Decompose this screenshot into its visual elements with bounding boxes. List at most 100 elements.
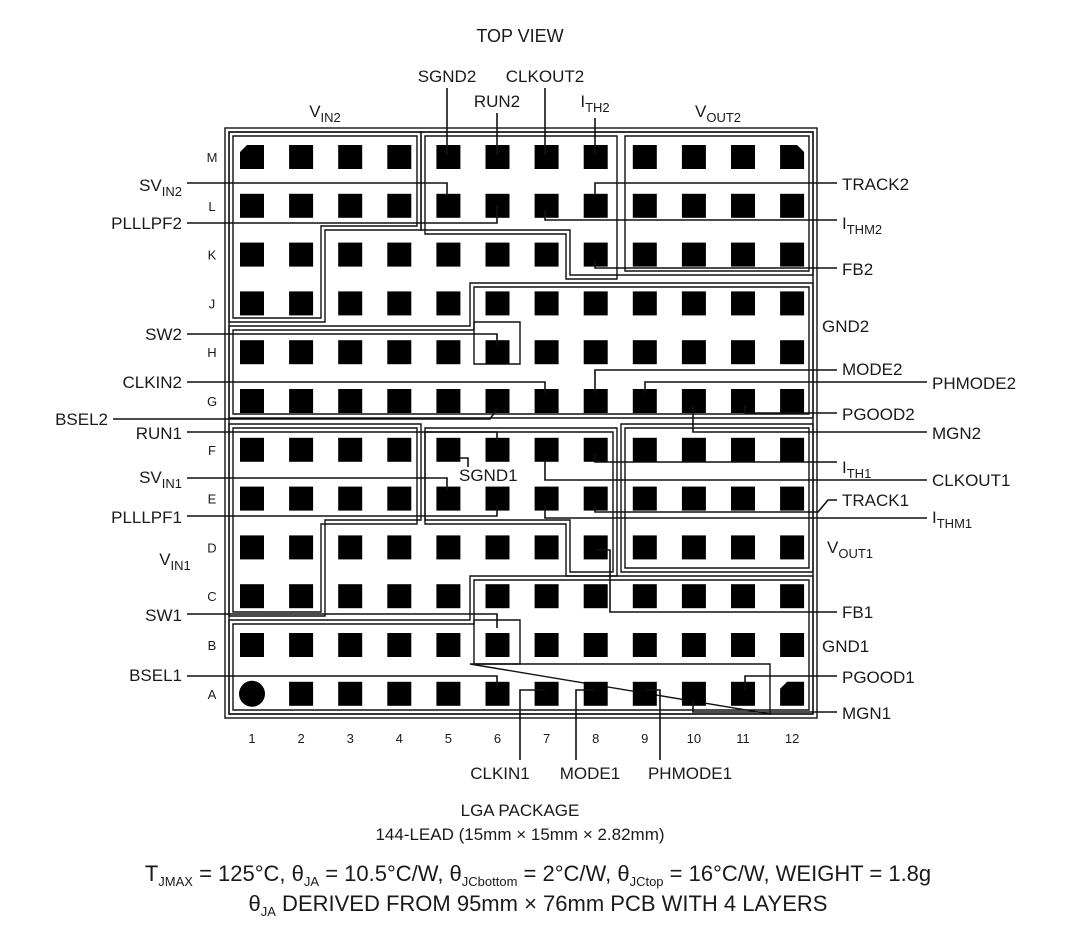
pad-J4	[387, 291, 412, 316]
pad-C7	[534, 584, 559, 609]
pad-G3	[338, 389, 363, 413]
pad-C11	[731, 584, 755, 609]
region-outlines	[228, 131, 814, 715]
pad-J9	[632, 291, 657, 316]
pin-label-mode1: MODE1	[560, 764, 620, 783]
pad-D8	[583, 535, 608, 560]
pad-C10	[681, 584, 706, 609]
pad-F4	[387, 437, 412, 462]
pad-J12	[780, 291, 805, 316]
pad-D5	[436, 535, 461, 560]
pad-F11	[731, 437, 755, 462]
pad-A1	[239, 680, 265, 707]
pad-C4	[387, 584, 412, 609]
thermal-specs-line2: θJA DERIVED FROM 95mm × 76mm PCB WITH 4 …	[249, 891, 828, 919]
pad-E5	[436, 486, 461, 511]
pin-label-bsel1: BSEL1	[129, 666, 182, 685]
package-detail: 144-LEAD (15mm × 15mm × 2.82mm)	[375, 825, 664, 844]
pad-C12	[780, 584, 805, 609]
pin-label-plllpf2: PLLLPF2	[111, 214, 182, 233]
pad-B2	[289, 633, 314, 657]
package-outline-outer	[224, 127, 818, 719]
pad-E12	[780, 486, 805, 511]
row-label-C: C	[207, 589, 216, 604]
pad-B1	[240, 633, 264, 657]
pad-J8	[583, 291, 608, 316]
column-label-4: 4	[396, 731, 403, 746]
pad-E3	[338, 486, 363, 511]
pin-label-clkout1: CLKOUT1	[932, 471, 1010, 490]
pad-G1	[240, 389, 264, 413]
pad-L3	[338, 193, 363, 218]
pad-J10	[681, 291, 706, 316]
pad-C5	[436, 584, 461, 609]
pad-A7	[534, 681, 559, 706]
row-label-L: L	[208, 199, 215, 214]
pin-label-mode2: MODE2	[842, 360, 902, 379]
pad-D1	[240, 535, 264, 560]
row-label-G: G	[207, 394, 217, 409]
column-label-12: 12	[785, 731, 799, 746]
pad-H4	[387, 340, 412, 365]
pad-L9	[632, 193, 657, 218]
pin-label-clkout2: CLKOUT2	[506, 67, 584, 86]
pad-J2	[289, 291, 314, 316]
pad-C2	[289, 584, 314, 609]
pin-label-plllpf1: PLLLPF1	[111, 508, 182, 527]
pad-F3	[338, 437, 363, 462]
pad-B3	[338, 633, 363, 657]
pin-label-mgn1: MGN1	[842, 704, 891, 723]
region-label-vin2: VIN2	[309, 102, 341, 125]
pad-F10	[681, 437, 706, 462]
pad-G11	[731, 389, 755, 413]
pin-label-clkin2: CLKIN2	[122, 373, 182, 392]
pad-M3	[338, 145, 363, 169]
pad-J1	[240, 291, 264, 316]
pad-C1	[240, 584, 264, 609]
pad-H1	[240, 340, 264, 365]
pad-D11	[731, 535, 755, 560]
pad-M9	[632, 145, 657, 169]
pad-G2	[289, 389, 314, 413]
pad-H5	[436, 340, 461, 365]
pad-F1	[240, 437, 264, 462]
row-label-H: H	[207, 345, 216, 360]
pin-label-fb1: FB1	[842, 603, 873, 622]
pad-L5	[436, 193, 461, 218]
pin-label-ithm1: ITHM1	[932, 508, 972, 531]
pad-H8	[583, 340, 608, 365]
pad-K10	[681, 242, 706, 267]
row-label-E: E	[208, 492, 217, 507]
pad-J5	[436, 291, 461, 316]
pad-L2	[289, 193, 314, 218]
pad-M2	[289, 145, 314, 169]
pin-label-run2: RUN2	[474, 92, 520, 111]
pad-D6	[485, 535, 510, 560]
pin-label-pgood2: PGOOD2	[842, 405, 915, 424]
pin-label-track1: TRACK1	[842, 491, 909, 510]
pin-label-sw1: SW1	[145, 606, 182, 625]
pad-E1	[240, 486, 264, 511]
pad-D7	[534, 535, 559, 560]
pin-label-ith1: ITH1	[842, 458, 871, 481]
region-label-gnd2: GND2	[822, 317, 869, 336]
pad-A2	[289, 681, 314, 706]
pad-H3	[338, 340, 363, 365]
pad-M11	[731, 145, 755, 169]
pad-F5	[436, 437, 461, 462]
pad-L1	[240, 193, 264, 218]
pad-A10	[681, 681, 706, 706]
package-name: LGA PACKAGE	[461, 801, 580, 820]
row-label-B: B	[208, 638, 217, 653]
pad-G4	[387, 389, 412, 413]
pad-K9	[632, 242, 657, 267]
pin-label-run1: RUN1	[136, 424, 182, 443]
column-label-10: 10	[687, 731, 701, 746]
pad-K12	[780, 242, 805, 267]
pad-K4	[387, 242, 412, 267]
pad-E4	[387, 486, 412, 511]
pad-E11	[731, 486, 755, 511]
pad-A8	[583, 681, 608, 706]
pad-L12	[780, 193, 805, 218]
